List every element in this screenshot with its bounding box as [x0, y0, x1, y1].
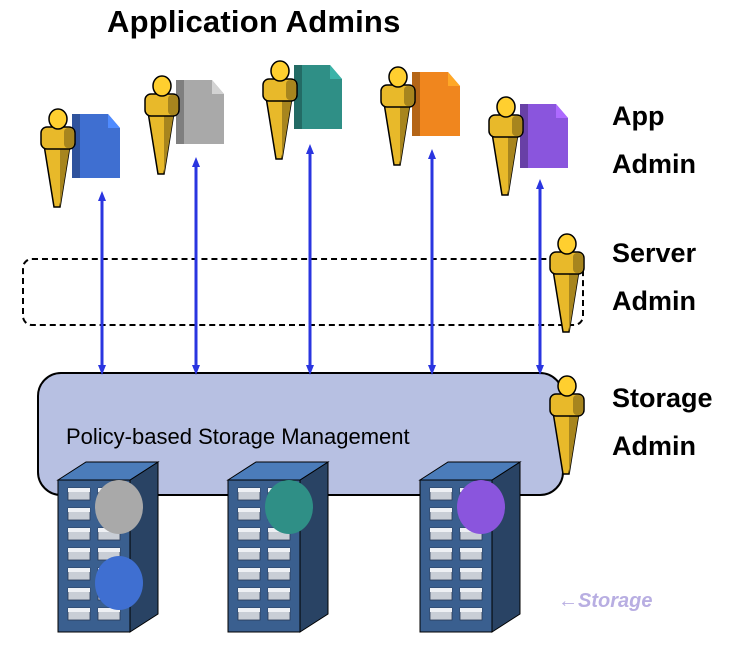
storage-admin-label-line1: Storage — [612, 383, 713, 413]
storage-label: ←Storage — [558, 590, 652, 613]
storage-label-text: Storage — [578, 590, 653, 612]
app-admin-label-line1: App — [612, 101, 665, 131]
app-admin-person-icon — [262, 60, 298, 160]
app-admin-label-line2: Admin — [612, 149, 696, 179]
document-icon — [520, 104, 568, 168]
server-admin-label-line1: Server — [612, 238, 697, 268]
storage-disk-icon — [457, 480, 505, 534]
server-admin-label-line2: Admin — [612, 286, 696, 316]
app-admin-person-icon — [40, 108, 76, 208]
storage-disk-icon — [265, 480, 313, 534]
app-admin-person-icon — [144, 75, 180, 175]
document-icon — [176, 80, 224, 144]
storage-arrow-icon: ← — [558, 590, 578, 612]
document-icon — [412, 72, 460, 136]
storage-admin-label: Storage Admin — [612, 374, 713, 470]
storage-rack-icon — [56, 461, 160, 633]
server-layer-box — [22, 258, 584, 326]
server-admin-person-icon — [549, 233, 585, 333]
server-admin-label: Server Admin — [612, 229, 696, 325]
storage-admin-label-line2: Admin — [612, 431, 696, 461]
policy-management-label: Policy-based Storage Management — [66, 424, 410, 449]
storage-disk-icon — [95, 480, 143, 534]
diagram-title: Application Admins — [107, 4, 401, 39]
document-icon — [294, 65, 342, 129]
document-icon — [72, 114, 120, 178]
storage-rack-icon — [226, 461, 330, 633]
app-admin-label: App Admin — [612, 92, 696, 188]
storage-rack-icon — [418, 461, 522, 633]
app-admin-person-icon — [488, 96, 524, 196]
storage-admin-person-icon — [549, 375, 585, 475]
app-admin-person-icon — [380, 66, 416, 166]
storage-disk-icon — [95, 556, 143, 610]
